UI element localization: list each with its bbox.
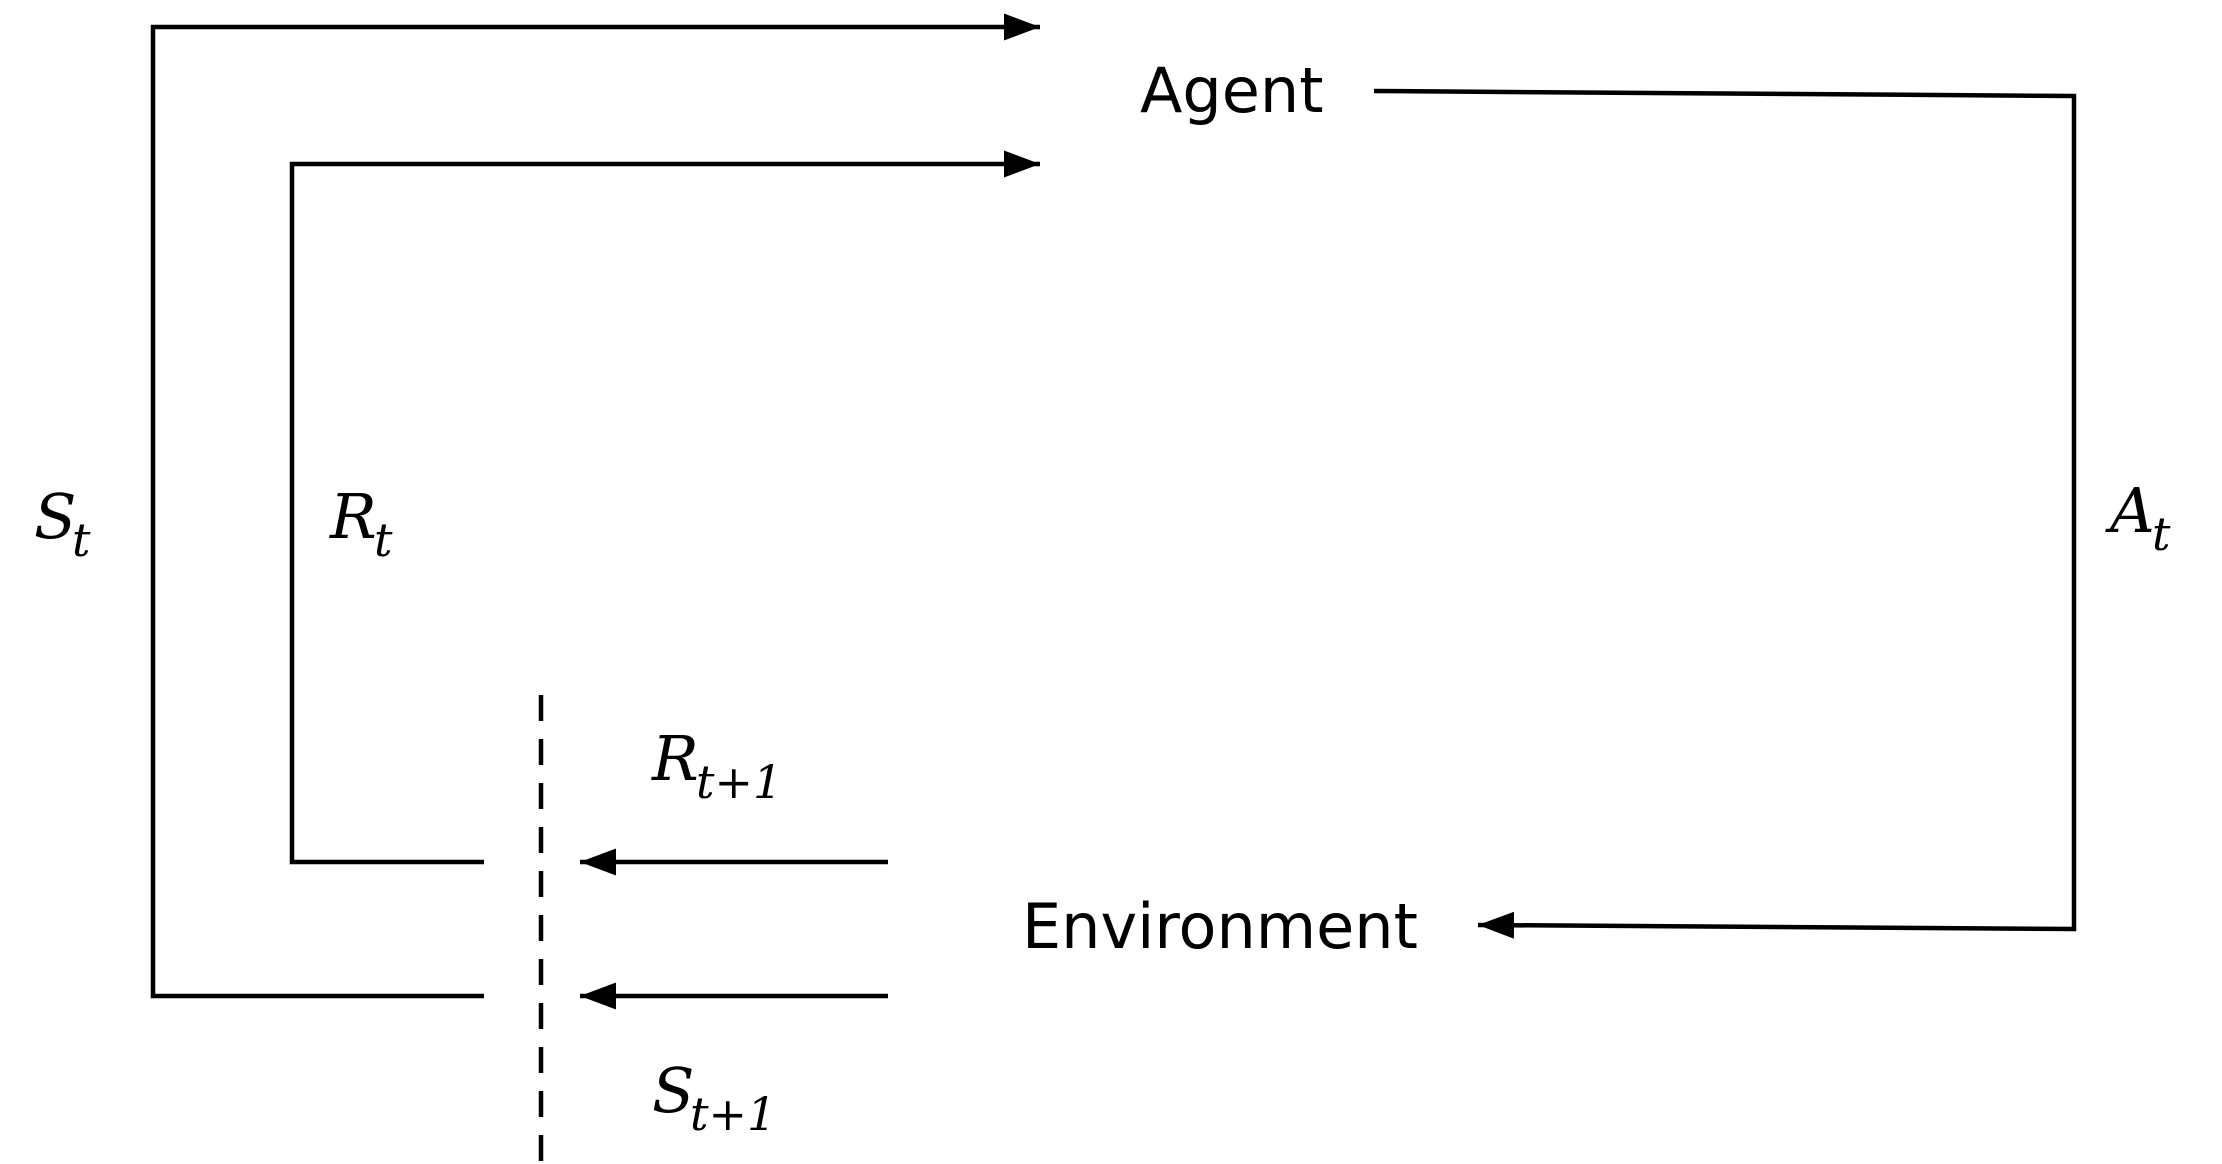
action-subscript: t — [2152, 507, 2171, 561]
action-path-line — [1373, 88, 2077, 939]
state-path-line — [150, 13, 1040, 999]
next-state-subscript: t+1 — [690, 1087, 776, 1141]
next-reward-symbol: R — [651, 722, 699, 795]
reward-path-line — [289, 150, 1040, 865]
reward-symbol: R — [329, 480, 377, 553]
action-symbol: A — [2105, 474, 2155, 547]
state-label: S t — [34, 480, 91, 567]
next-reward-subscript: t+1 — [696, 755, 782, 809]
reward-subscript: t — [374, 513, 393, 567]
state-subscript: t — [72, 513, 91, 567]
state-symbol: S — [34, 480, 76, 553]
environment-label: Environment — [1022, 890, 1418, 963]
next-state-label: S t+1 — [652, 1054, 776, 1141]
next-reward-label: R t+1 — [651, 722, 782, 809]
action-label: A t — [2105, 474, 2171, 561]
reward-label: R t — [329, 480, 393, 567]
agent-label: Agent — [1140, 54, 1324, 127]
next-state-symbol: S — [652, 1054, 694, 1127]
